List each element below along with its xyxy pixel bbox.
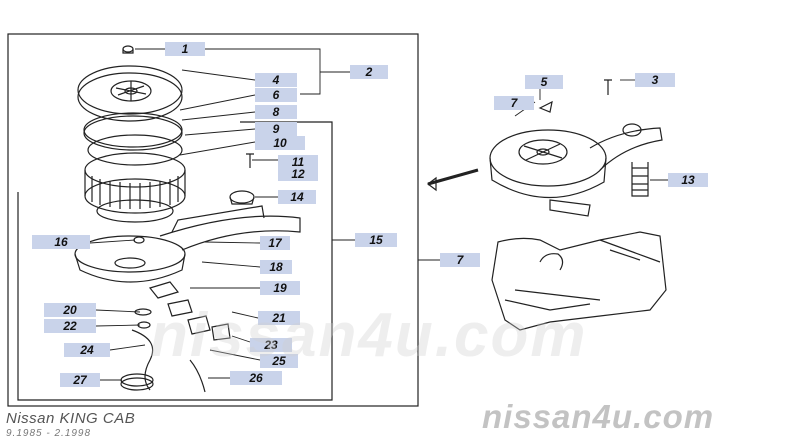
callout-2: 2 (350, 65, 388, 79)
callout-7-engine: 7 (440, 253, 480, 267)
callout-19: 19 (260, 281, 300, 295)
callout-12: 12 (278, 167, 318, 181)
callout-21: 21 (258, 311, 300, 325)
model-dates: 9.1985 - 2.1998 (6, 428, 92, 439)
callout-20: 20 (44, 303, 96, 317)
callout-8: 8 (255, 105, 297, 119)
model-name: Nissan KING CAB (6, 410, 136, 427)
callout-15: 15 (355, 233, 397, 247)
watermark-logo: nissan4u.com (482, 398, 715, 435)
callout-24: 24 (64, 343, 110, 357)
callout-9: 9 (255, 122, 297, 136)
outer-frame (7, 33, 419, 407)
callout-3: 3 (635, 73, 675, 87)
callout-26: 26 (230, 371, 282, 385)
callout-10: 10 (255, 136, 305, 150)
callout-4: 4 (255, 73, 297, 87)
gasket-ring (83, 112, 183, 148)
callout-1: 1 (165, 42, 205, 56)
callout-22: 22 (44, 319, 96, 333)
engine-assembly (427, 79, 667, 331)
callout-5: 5 (525, 75, 563, 89)
air-cleaner-lid (77, 65, 183, 115)
callout-18: 18 (260, 260, 292, 274)
callout-27: 27 (60, 373, 100, 387)
callout-23: 23 (250, 338, 292, 352)
leader-lines (89, 48, 668, 381)
callout-11: 11 (278, 155, 318, 169)
watermark-center: nissan4u.com (150, 301, 588, 370)
air-cleaner-housing (74, 235, 186, 273)
callout-14: 14 (278, 190, 316, 204)
callout-16: 16 (32, 235, 90, 249)
wing-nut (122, 45, 134, 53)
callout-6: 6 (255, 88, 297, 102)
callout-17: 17 (260, 236, 290, 250)
inner-frame (17, 121, 333, 401)
callout-7: 7 (494, 96, 534, 110)
callout-13: 13 (668, 173, 708, 187)
callout-25: 25 (260, 354, 298, 368)
